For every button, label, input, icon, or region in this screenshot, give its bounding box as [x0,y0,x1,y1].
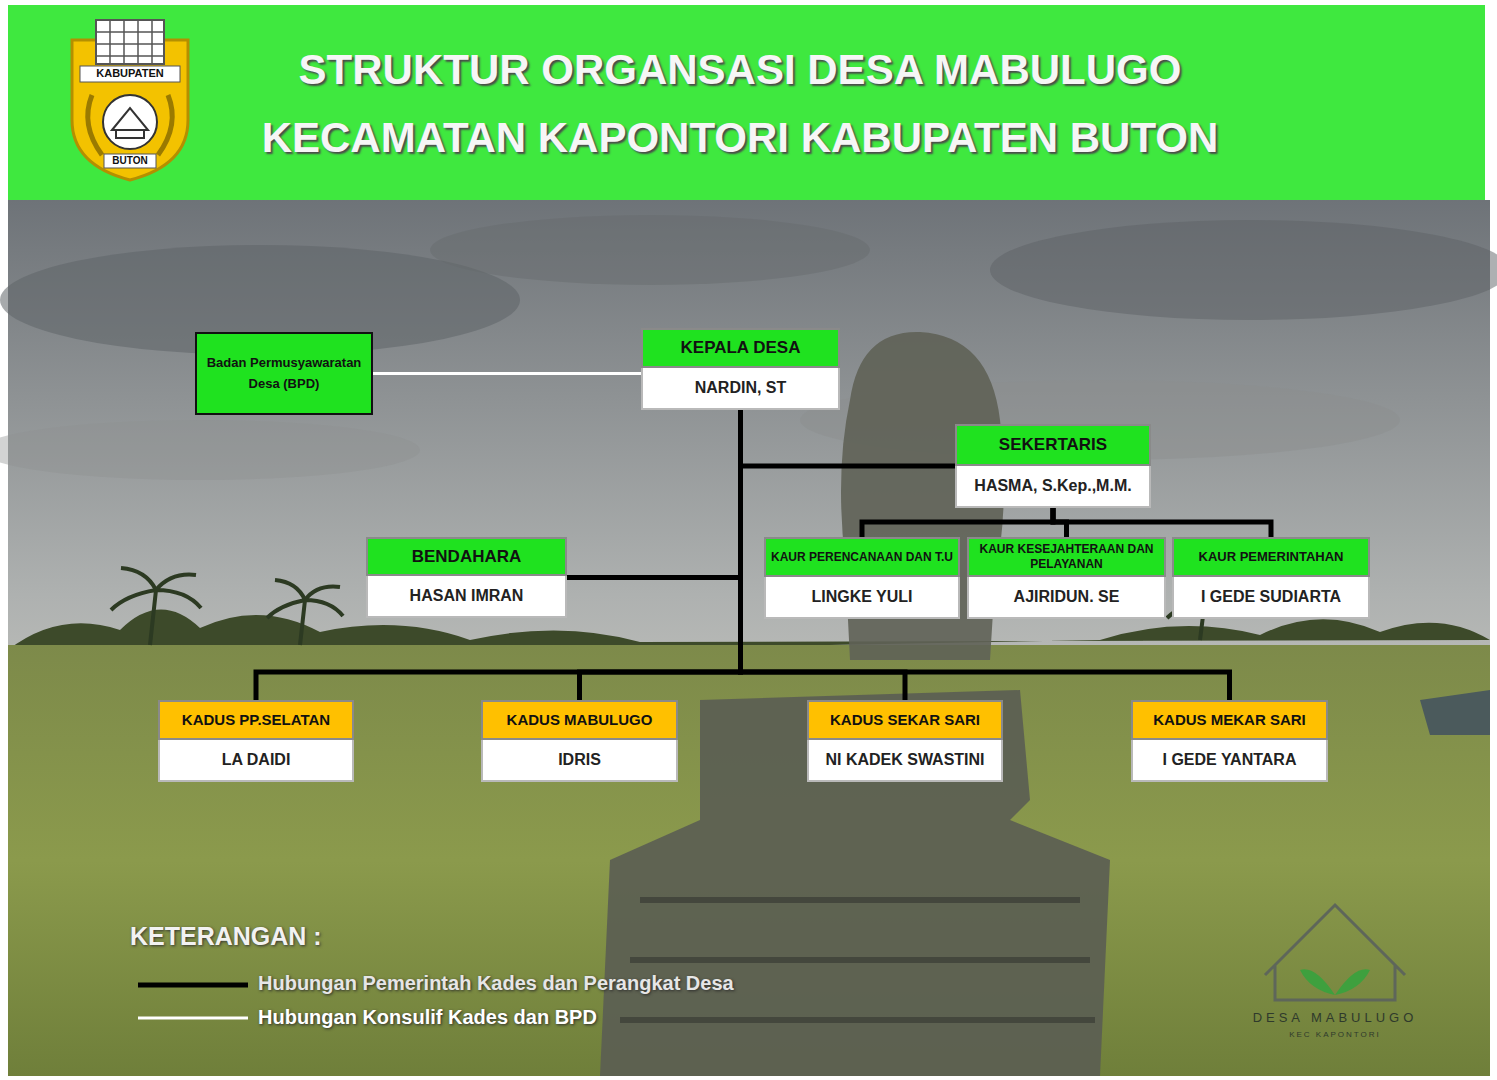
rice-field [8,645,1490,1076]
person-name: LA DAIDI [158,740,354,782]
cloud [0,420,420,480]
command-line [862,508,1053,537]
person-name: NARDIN, ST [641,368,840,410]
person-name: IDRIS [481,740,678,782]
logo-emblem-mark [112,108,148,138]
watermark-text: KEC KAPONTORI [1225,1030,1445,1039]
person-name: I GEDE YANTARA [1131,740,1328,782]
box-heading: KAUR PERENCANAAN DAN T.U [764,537,960,577]
command-line [567,410,741,578]
sky [8,200,1490,1076]
logo-text: BUTON [104,155,156,166]
watermark-plant [1300,969,1370,995]
logo-rice [88,95,172,155]
box-heading: KAUR KESEJAHTERAAN DAN PELAYANAN [967,537,1166,577]
cloud [990,220,1497,320]
box-heading: KAUR PEMERINTAHAN [1172,537,1370,577]
legend-text: Hubungan Pemerintah Kades dan Perangkat … [258,972,734,995]
legend-line-sample [138,1017,248,1020]
box-heading: KADUS SEKAR SARI [807,700,1003,740]
person-name: AJIRIDUN. SE [967,577,1166,619]
palm-tree [267,580,343,645]
command-line [256,410,741,700]
command-line [580,410,741,700]
box-heading: BENDAHARA [366,537,567,576]
logo-text: KABUPATEN [86,67,174,79]
statue-carving [620,900,1095,1020]
command-line [741,410,956,466]
logo-ribbon [80,66,180,82]
person-name: HASMA, S.Kep.,M.M. [955,466,1151,508]
logo-ribbon [104,154,156,168]
box-heading: KADUS MEKAR SARI [1131,700,1328,740]
person-name: LINGKE YULI [764,577,960,619]
hamlet-head-box: KADUS SEKAR SARINI KADEK SWASTINI [807,700,1003,782]
legend-line-sample [138,983,248,988]
command-line [741,410,1230,700]
secretary-box: SEKERTARISHASMA, S.Kep.,M.M. [955,424,1151,508]
title-text: STRUKTUR ORGANSASI DESA MABULUGO KECAMAT… [180,36,1300,172]
watermark-house [1265,905,1405,1000]
hamlet-head-box: KADUS PP.SELATANLA DAIDI [158,700,354,782]
section-head-box: KAUR KESEJAHTERAAN DAN PELAYANANAJIRIDUN… [967,537,1166,619]
legend-text: Hubungan Konsulif Kades dan BPD [258,1006,597,1029]
logo-emblem [103,95,157,149]
command-line [1053,508,1271,537]
box-heading: KADUS MABULUGO [481,700,678,740]
cloud [430,215,870,285]
hamlet-head-box: KADUS MABULUGOIDRIS [481,700,678,782]
box-label: Badan Permusyawaratan Desa (BPD) [195,332,373,415]
person-name: I GEDE SUDIARTA [1172,577,1370,619]
hamlet-head-box: KADUS MEKAR SARII GEDE YANTARA [1131,700,1328,782]
box-heading: KADUS PP.SELATAN [158,700,354,740]
head-of-village-box: KEPALA DESANARDIN, ST [641,328,840,410]
person-name: NI KADEK SWASTINI [807,740,1003,782]
logo-castle-grid [96,20,164,64]
section-head-box: KAUR PERENCANAAN DAN T.ULINGKE YULI [764,537,960,619]
title-band [8,5,1485,200]
person-name: HASAN IMRAN [366,576,567,618]
treasurer-box: BENDAHARAHASAN IMRAN [366,537,567,618]
consultative-line [373,372,641,375]
bpd-box: Badan Permusyawaratan Desa (BPD) [195,332,373,415]
palm-tree [111,568,201,645]
legend-heading: KETERANGAN : [130,922,390,951]
box-heading: SEKERTARIS [955,424,1151,466]
section-head-box: KAUR PEMERINTAHANI GEDE SUDIARTA [1172,537,1370,619]
box-heading: KEPALA DESA [641,328,840,368]
watermark-text: DESA MABULUGO [1225,1010,1445,1025]
hut [1420,690,1490,735]
logo-castle [96,20,164,64]
